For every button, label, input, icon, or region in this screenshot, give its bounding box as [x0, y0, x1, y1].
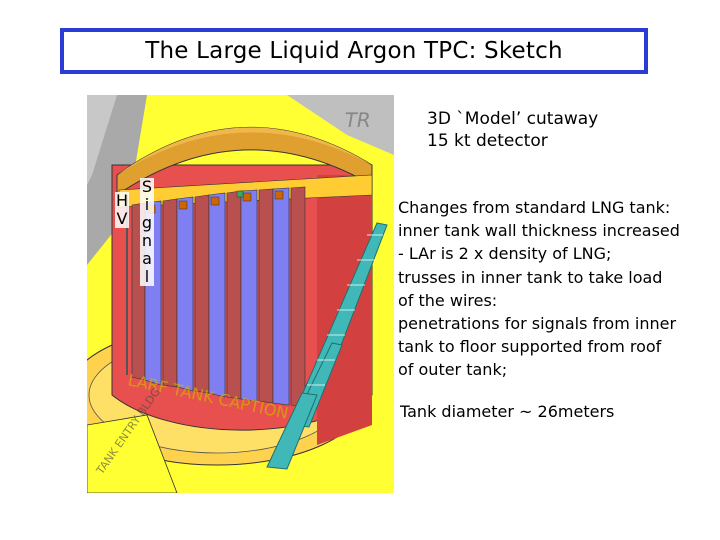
model-caption-line: 3D `Model’ cutaway	[427, 109, 599, 129]
changes-line: of outer tank;	[398, 360, 508, 380]
changes-line: of the wires:	[398, 290, 498, 310]
changes-line: penetrations for signals from inner	[398, 314, 677, 334]
changes-line: trusses in inner tank to take load	[398, 267, 663, 287]
model-caption-line: 15 kt detector	[427, 131, 548, 151]
changes-list: Changes from standard LNG tank: inner ta…	[398, 196, 680, 382]
changes-line: inner tank wall thickness increased	[398, 221, 680, 241]
model-caption: 3D `Model’ cutaway 15 kt detector	[427, 108, 598, 152]
changes-heading: Changes from standard LNG tank:	[398, 198, 671, 217]
signal-label: S i g n a l	[140, 177, 154, 286]
changes-line: - LAr is 2 x density of LNG;	[398, 244, 612, 264]
background-building	[287, 95, 394, 155]
wire-planes	[131, 186, 306, 408]
changes-line: tank to floor supported from roof	[398, 337, 662, 357]
hv-label: H V	[115, 191, 129, 228]
page-title: The Large Liquid Argon TPC: Sketch	[60, 28, 648, 74]
entry-building	[87, 414, 178, 493]
top-right-mark: TR	[341, 108, 372, 132]
diameter-note: Tank diameter ~ 26meters	[400, 402, 615, 421]
detector-sketch: TR	[87, 95, 394, 493]
